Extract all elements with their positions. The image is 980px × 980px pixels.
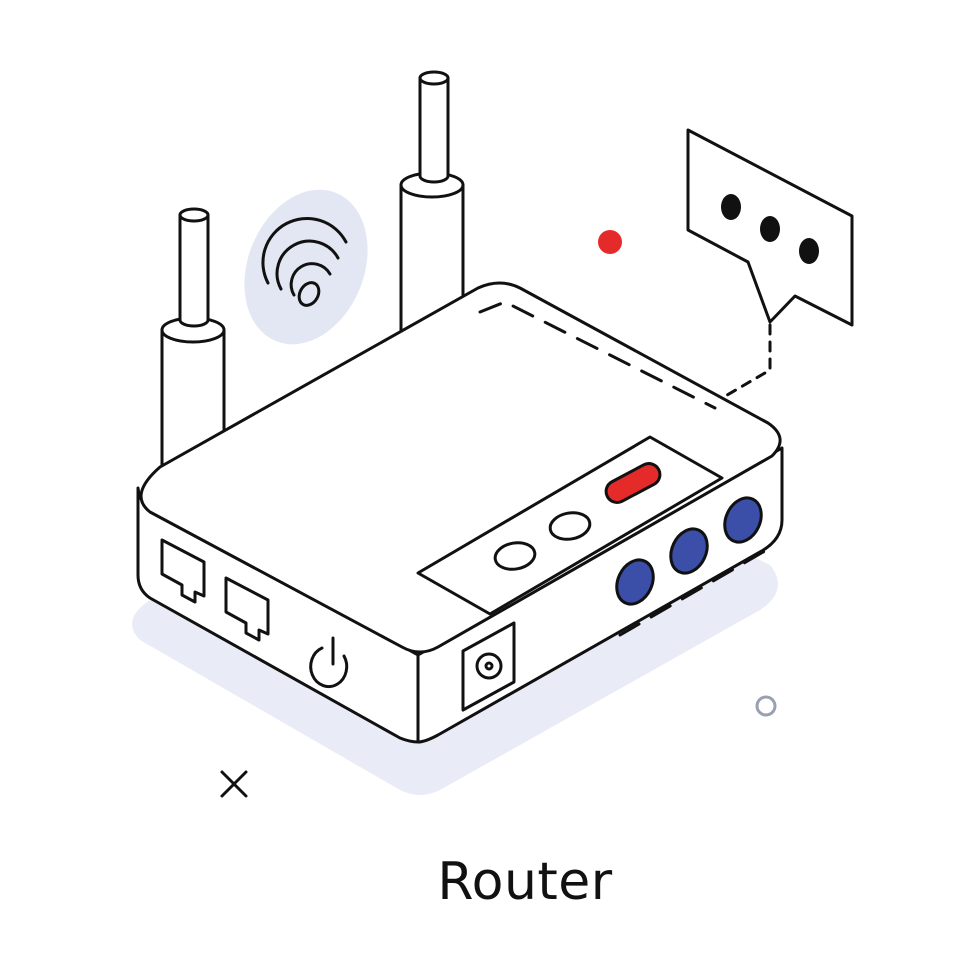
red-indicator-light: [604, 462, 662, 504]
ring-sparkle-icon: [755, 695, 777, 717]
blue-ports: [615, 496, 763, 606]
caption-title: Router: [437, 852, 613, 912]
power-icon: [309, 636, 349, 689]
wifi-icon: [244, 189, 368, 345]
indicator-light: [548, 511, 592, 541]
port-icon: [723, 496, 763, 544]
chat-bubble-icon: [686, 128, 854, 400]
indicator-light: [493, 541, 537, 571]
port-icon: [669, 527, 709, 575]
ethernet-port-icon: [160, 538, 270, 642]
port-icon: [615, 558, 655, 606]
router-top: [139, 281, 782, 654]
cross-sparkle-icon: [220, 770, 248, 798]
indicator-panel: [416, 435, 724, 616]
right-antenna: [399, 70, 465, 344]
side-edge-dash: [618, 546, 772, 637]
top-edge-dash: [478, 300, 717, 410]
power-jack-icon: [461, 621, 516, 712]
red-dot-icon: [598, 230, 622, 254]
